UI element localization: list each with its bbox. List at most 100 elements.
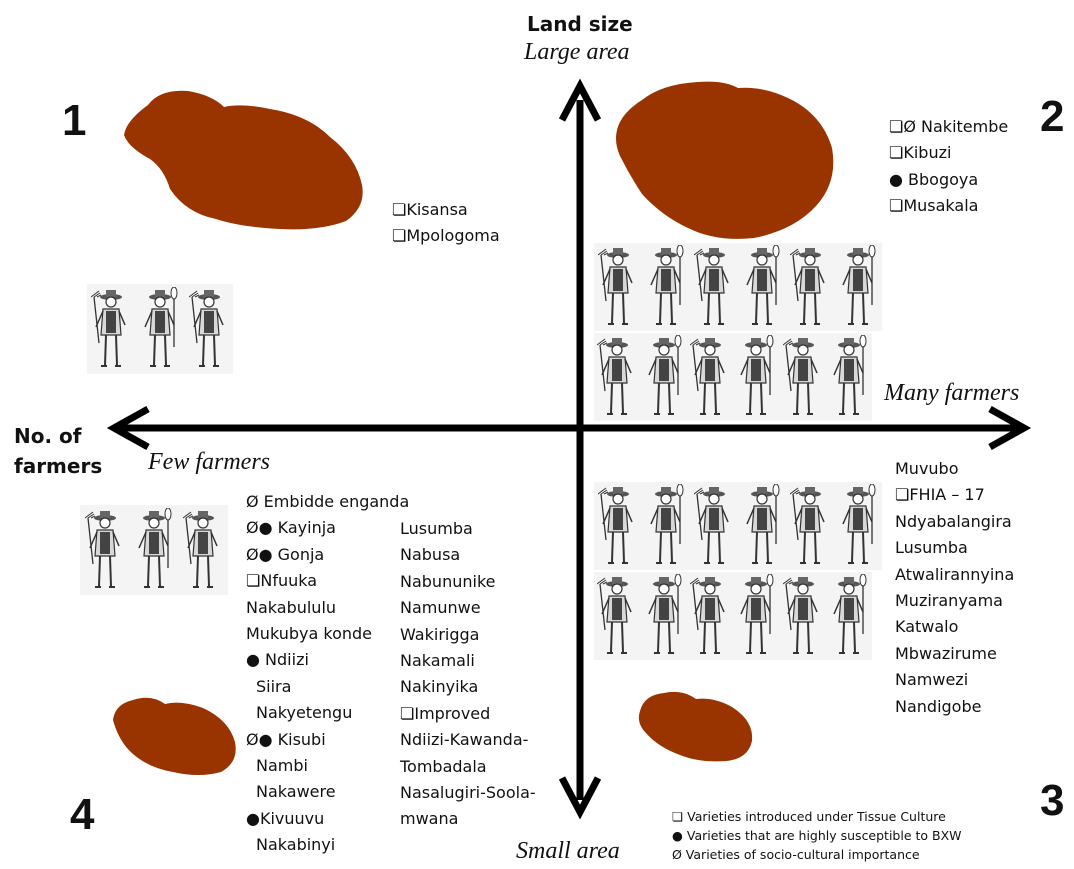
land-area-blob [638, 691, 753, 762]
farmer-icon [842, 245, 876, 325]
farmer-icon [782, 338, 818, 415]
quadrant-3-varieties: Muvubo ❏FHIA – 17 Ndyabalangira Lusumba … [895, 456, 1014, 720]
variety-item: Nakyetengu [256, 703, 353, 723]
variety-item: Siira [256, 676, 292, 696]
quadrant-number-4: 4 [70, 790, 95, 839]
vertical-axis-arrowhead-top [558, 78, 602, 122]
quadrant-number-1: 1 [62, 96, 87, 145]
land-area-blob [113, 697, 236, 775]
vertical-axis-top-label: Large area [524, 39, 630, 65]
farmer-icon [689, 577, 725, 654]
farmer-icon [650, 484, 684, 564]
variety-item: ❏Ø Nakitembe [889, 117, 1009, 136]
horizontal-axis-title-line2: farmers [14, 454, 103, 478]
farmer-icon [598, 487, 633, 564]
variety-item: ● Ndiizi [246, 650, 309, 670]
variety-item: Ndyabalangira [895, 511, 1012, 531]
farmers-group-many-q2-row1 [594, 243, 882, 331]
variety-item: Wakirigga [400, 624, 480, 644]
farmer-icon [746, 484, 780, 564]
variety-item: Ø Embidde enganda [246, 492, 410, 511]
farmer-icon [138, 508, 172, 588]
farmers-group-many-q2-row2 [594, 333, 872, 421]
variety-item: Ø● Kayinja [246, 518, 336, 538]
quadrant-number-3: 3 [1040, 776, 1065, 825]
farmer-icon [782, 577, 818, 654]
variety-item: Ndiizi-Kawanda- [400, 730, 529, 750]
farmer-icon [694, 248, 729, 325]
farmer-icon [188, 290, 224, 367]
variety-item: Namwezi [895, 670, 969, 690]
variety-item: ❏Kisansa [392, 200, 468, 219]
farmers-group-few-q1 [87, 284, 233, 374]
land-shape-large-q1 [124, 90, 363, 230]
variety-item: ●Kivuuvu [246, 808, 325, 828]
variety-item: Ø● Gonja [246, 544, 325, 564]
land-shape-large-q2 [616, 81, 834, 239]
variety-item: ❏FHIA – 17 [895, 485, 985, 505]
variety-item: ❏Mpologoma [392, 226, 500, 246]
farmer-icon [790, 248, 825, 325]
farmer-icon [790, 487, 825, 564]
farmer-icon [597, 577, 632, 654]
quadrant-4-varieties-column-2: Lusumba Nabusa Nabununike Namunwe Wakiri… [400, 516, 536, 833]
variety-item: Muziranyama [895, 590, 1003, 610]
land-shape-small-q3 [638, 691, 753, 762]
farmer-icon [650, 245, 684, 325]
quadrant-1-varieties: ❏Kisansa ❏Mpologoma [392, 197, 500, 250]
variety-item: Nakawere [256, 782, 336, 802]
farmer-icon [833, 335, 867, 415]
farmer-icon [647, 335, 681, 415]
horizontal-axis-title: No. of farmers [14, 421, 102, 481]
farmer-icon [144, 287, 178, 367]
variety-item: Nakinyika [400, 677, 479, 697]
variety-item: ● Bbogoya [889, 169, 979, 189]
farmer-icon [91, 290, 127, 367]
vertical-axis-arrowhead-bottom [558, 776, 602, 820]
vertical-axis-bottom-label: Small area [516, 838, 620, 864]
legend-item-bxw-susceptible: ● Varieties that are highly susceptible … [672, 828, 962, 843]
farmer-icon [84, 511, 120, 588]
farmer-icon [746, 245, 780, 325]
variety-item: Nakabululu [246, 597, 337, 617]
farmer-icon [647, 574, 681, 654]
farmer-icon [833, 574, 867, 654]
variety-item: Lusumba [895, 538, 968, 558]
farmers-group-many-q3-row1 [594, 482, 882, 570]
farmers-group-many-q3-row2 [594, 572, 872, 660]
variety-item: Muvubo [895, 459, 959, 478]
horizontal-axis-arrowhead-left [106, 405, 150, 451]
vertical-axis-title: Land size [527, 12, 633, 36]
variety-item: Mukubya konde [246, 623, 372, 643]
land-shape-small-q4 [113, 697, 236, 775]
variety-item: Namunwe [400, 598, 481, 618]
legend-item-tissue-culture: ❏ Varieties introduced under Tissue Cult… [672, 809, 946, 824]
variety-item: Atwalirannyina [895, 564, 1015, 584]
farmer-icon [694, 487, 729, 564]
farmer-icon [740, 335, 774, 415]
variety-item: ❏Musakala [889, 196, 979, 216]
variety-item: Nakabinyi [256, 835, 336, 855]
variety-item: Lusumba [400, 519, 473, 538]
quadrant-2-varieties: ❏Ø Nakitembe ❏Kibuzi ● Bbogoya ❏Musakala [889, 114, 1008, 220]
variety-item: ❏Kibuzi [889, 143, 952, 163]
variety-item: Nasalugiri-Soola- [400, 782, 536, 802]
variety-item: Nakamali [400, 650, 475, 670]
variety-item: Nandigobe [895, 696, 982, 716]
variety-item: Nabununike [400, 571, 496, 591]
variety-item: ❏Nfuuka [246, 571, 318, 591]
quadrant-number-2: 2 [1040, 92, 1065, 141]
variety-item: Nabusa [400, 545, 461, 565]
farmer-icon [842, 484, 876, 564]
variety-item: mwana [400, 809, 459, 829]
horizontal-axis-right-label: Many farmers [884, 380, 1020, 406]
horizontal-axis-left-label: Few farmers [148, 449, 270, 475]
variety-item: Katwalo [895, 617, 959, 637]
horizontal-axis-arrowhead-right [988, 405, 1032, 451]
farmer-icon [689, 338, 725, 415]
land-area-blob [124, 90, 363, 230]
variety-item: ❏Improved [400, 703, 491, 723]
variety-item: Nambi [256, 755, 308, 775]
land-area-blob [616, 81, 834, 239]
